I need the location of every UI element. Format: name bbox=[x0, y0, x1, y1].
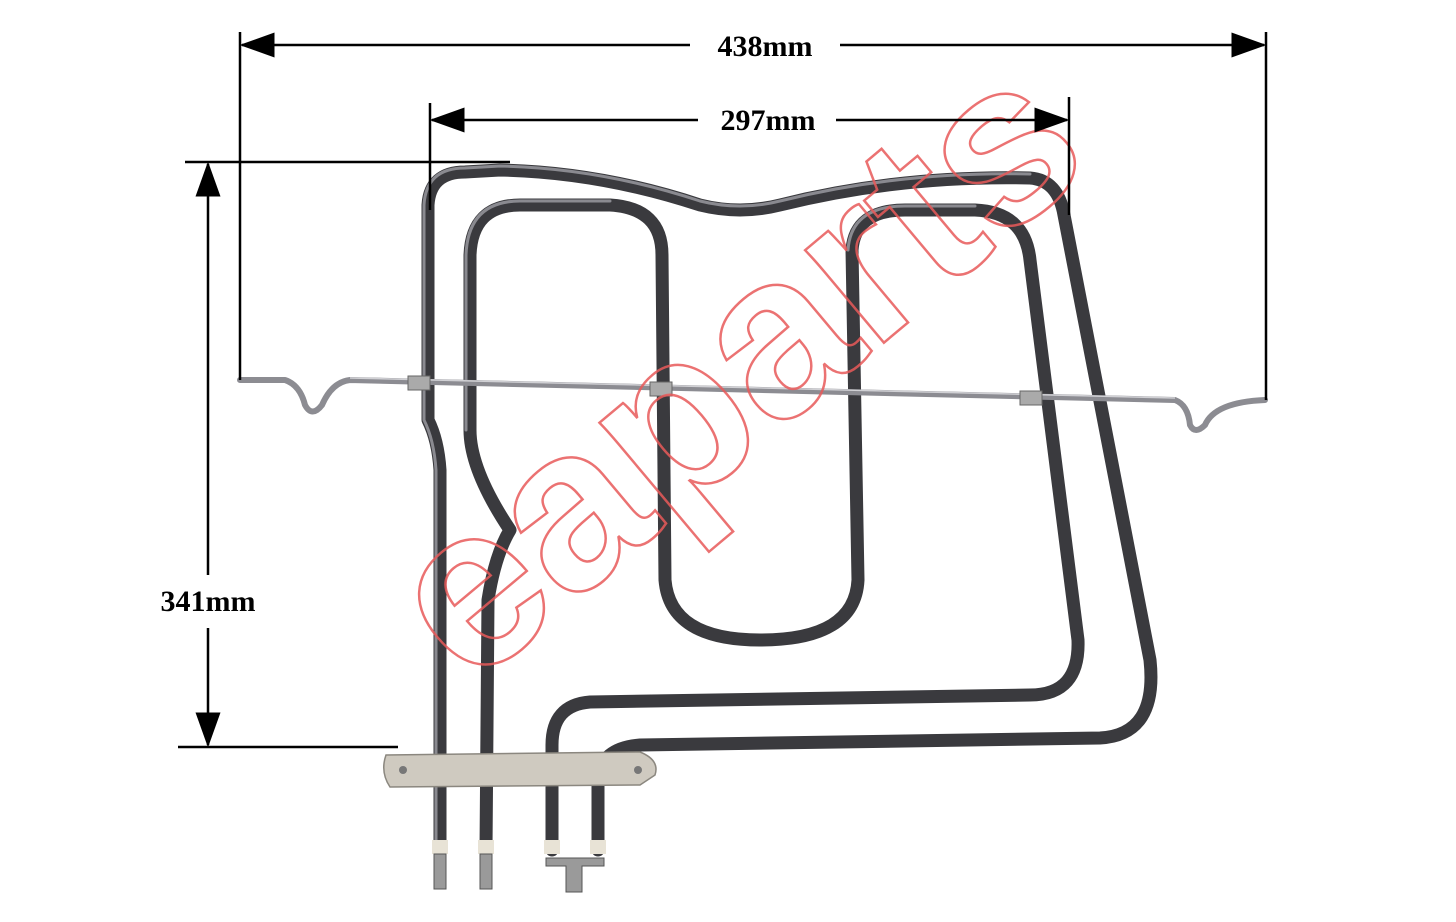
dimension-overall-width: 438mm bbox=[238, 30, 1268, 400]
element-width-label: 297mm bbox=[721, 104, 816, 137]
mounting-bracket bbox=[237, 375, 1268, 433]
outer-heating-loop bbox=[421, 163, 1158, 857]
height-label: 341mm bbox=[161, 585, 256, 618]
dimension-height: 341mm bbox=[161, 160, 510, 749]
overall-width-label: 438mm bbox=[718, 30, 813, 63]
terminal-plate bbox=[383, 751, 657, 788]
dimension-element-width: 297mm bbox=[428, 97, 1071, 215]
inner-heating-loop bbox=[463, 198, 1085, 857]
terminal-connectors bbox=[432, 840, 606, 893]
